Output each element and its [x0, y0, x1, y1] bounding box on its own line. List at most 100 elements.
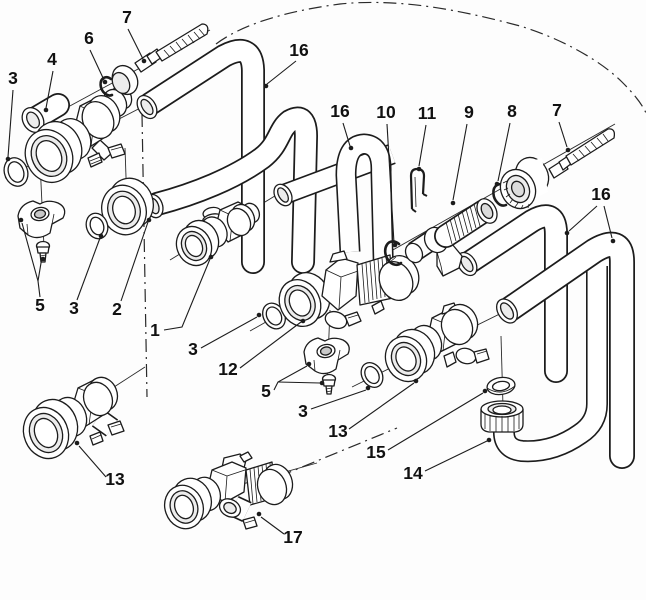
- callout-label-16-5: 16: [330, 101, 350, 121]
- wing-handle-5-left: [17, 200, 66, 239]
- callout-label-7-3: 7: [122, 7, 132, 27]
- valve-4-assembly: [21, 84, 133, 183]
- callout-label-12-14: 12: [218, 359, 238, 379]
- callout-label-11-7: 11: [418, 103, 437, 123]
- callout-leader-7: [558, 121, 568, 148]
- callout-label-1-12: 1: [150, 320, 160, 340]
- valve-17: [163, 451, 294, 530]
- pipe-16-f: [496, 231, 635, 469]
- callout-leader-13: [348, 382, 415, 430]
- pipe-return-elbow: [492, 266, 608, 463]
- callout-anchor-dot-6: [102, 79, 108, 85]
- callout-anchor-dot-4: [43, 107, 49, 113]
- callout-label-5-19: 5: [35, 295, 45, 315]
- pipe-16-a: [136, 38, 265, 274]
- callout-anchor-dot-2: [146, 217, 152, 223]
- callout-anchor-dot-3: [365, 385, 371, 391]
- callout-label-3-13: 3: [188, 339, 198, 359]
- callout-leader-5: [273, 365, 308, 391]
- chain-line-vertical: [141, 113, 148, 398]
- callout-anchor-dot-13: [74, 440, 80, 446]
- callout-label-17-21: 17: [283, 527, 302, 547]
- callout-label-7-10: 7: [552, 100, 562, 120]
- valve-13-left: [22, 376, 125, 460]
- callout-label-10-6: 10: [376, 102, 396, 122]
- adapter-9: [404, 198, 498, 277]
- callout-leader-8: [497, 122, 511, 182]
- callout-anchor-dot-17: [256, 511, 262, 517]
- callout-anchor-dot-7: [565, 147, 571, 153]
- callout-anchor-dot-14: [486, 437, 492, 443]
- callout-leader-16: [266, 60, 297, 85]
- callout-leader-16: [568, 205, 598, 232]
- callout-anchor-dot-7: [141, 58, 147, 64]
- washer-3-a: [3, 157, 29, 187]
- stud-7-right: [548, 128, 616, 179]
- callout-leader-16: [342, 122, 351, 147]
- washer-15: [486, 376, 516, 396]
- callout-anchor-dot-9: [450, 200, 456, 206]
- callout-anchor-dot-5: [306, 361, 312, 367]
- callout-leader-3: [7, 89, 14, 158]
- washer-3-d: [360, 362, 384, 388]
- callout-leader-5: [37, 256, 43, 282]
- callout-leader-13: [78, 445, 107, 478]
- callout-leader-9: [452, 123, 468, 201]
- callout-leader-15: [387, 392, 484, 451]
- callout-anchor-dot-8: [494, 181, 500, 187]
- union-nut-12: [278, 272, 331, 327]
- callout-label-8-9: 8: [507, 101, 517, 121]
- callout-leader-12: [239, 321, 302, 369]
- union-nut-14: [480, 400, 524, 433]
- screw-5-left: [35, 240, 51, 263]
- callout-label-13-22: 13: [328, 421, 348, 441]
- callout-anchor-dot-16: [263, 83, 269, 89]
- pipe-16-d-rear: [335, 133, 395, 293]
- pipe-16-e: [456, 204, 568, 383]
- callout-leader-2: [120, 221, 149, 302]
- callout-leader-10: [386, 123, 395, 244]
- central-valve-body: [321, 250, 420, 330]
- callout-leader-11: [418, 124, 427, 167]
- callout-label-4-1: 4: [47, 49, 57, 69]
- callout-anchor-dot-11: [416, 166, 422, 172]
- body-contour-chain-line: [215, 1, 646, 114]
- callout-leader-16: [603, 205, 613, 239]
- callout-label-3-0: 3: [8, 68, 18, 88]
- valve-1: [175, 201, 261, 267]
- callout-label-2-17: 2: [112, 299, 122, 319]
- callout-anchor-dot-15: [482, 388, 488, 394]
- screw-5-right: [321, 373, 337, 395]
- callout-anchor-dot-16: [348, 145, 354, 151]
- callout-label-14-24: 14: [403, 463, 423, 483]
- callout-leader-17: [260, 516, 285, 535]
- callout-label-9-8: 9: [464, 102, 474, 122]
- callout-anchor-dot-12: [300, 318, 306, 324]
- clip-11: [409, 167, 428, 213]
- callout-label-15-23: 15: [366, 442, 386, 462]
- callout-leader-3: [76, 237, 101, 301]
- callout-label-3-18: 3: [69, 298, 79, 318]
- callout-anchor-dot-5: [18, 217, 24, 223]
- callout-leader-7: [127, 28, 144, 60]
- callout-anchor-dot-3: [5, 156, 11, 162]
- callout-anchor-dot-3: [98, 233, 104, 239]
- wing-handle-5-right: [303, 337, 350, 375]
- union-nut-2: [101, 177, 154, 236]
- callout-leader-3: [310, 389, 367, 410]
- callout-label-3-16: 3: [298, 401, 308, 421]
- callout-leader-6: [89, 49, 105, 81]
- callout-label-16-4: 16: [289, 40, 309, 60]
- callout-leader-3: [200, 316, 258, 349]
- callout-anchor-dot-10: [392, 242, 398, 248]
- callout-anchor-dot-1: [208, 254, 214, 260]
- callout-anchor-dot-5: [319, 380, 325, 386]
- callout-label-6-2: 6: [84, 28, 94, 48]
- callout-label-16-11: 16: [591, 184, 611, 204]
- callout-anchor-dot-13: [413, 378, 419, 384]
- knurled-nut-7: [499, 156, 550, 210]
- callout-leader-5: [277, 381, 321, 384]
